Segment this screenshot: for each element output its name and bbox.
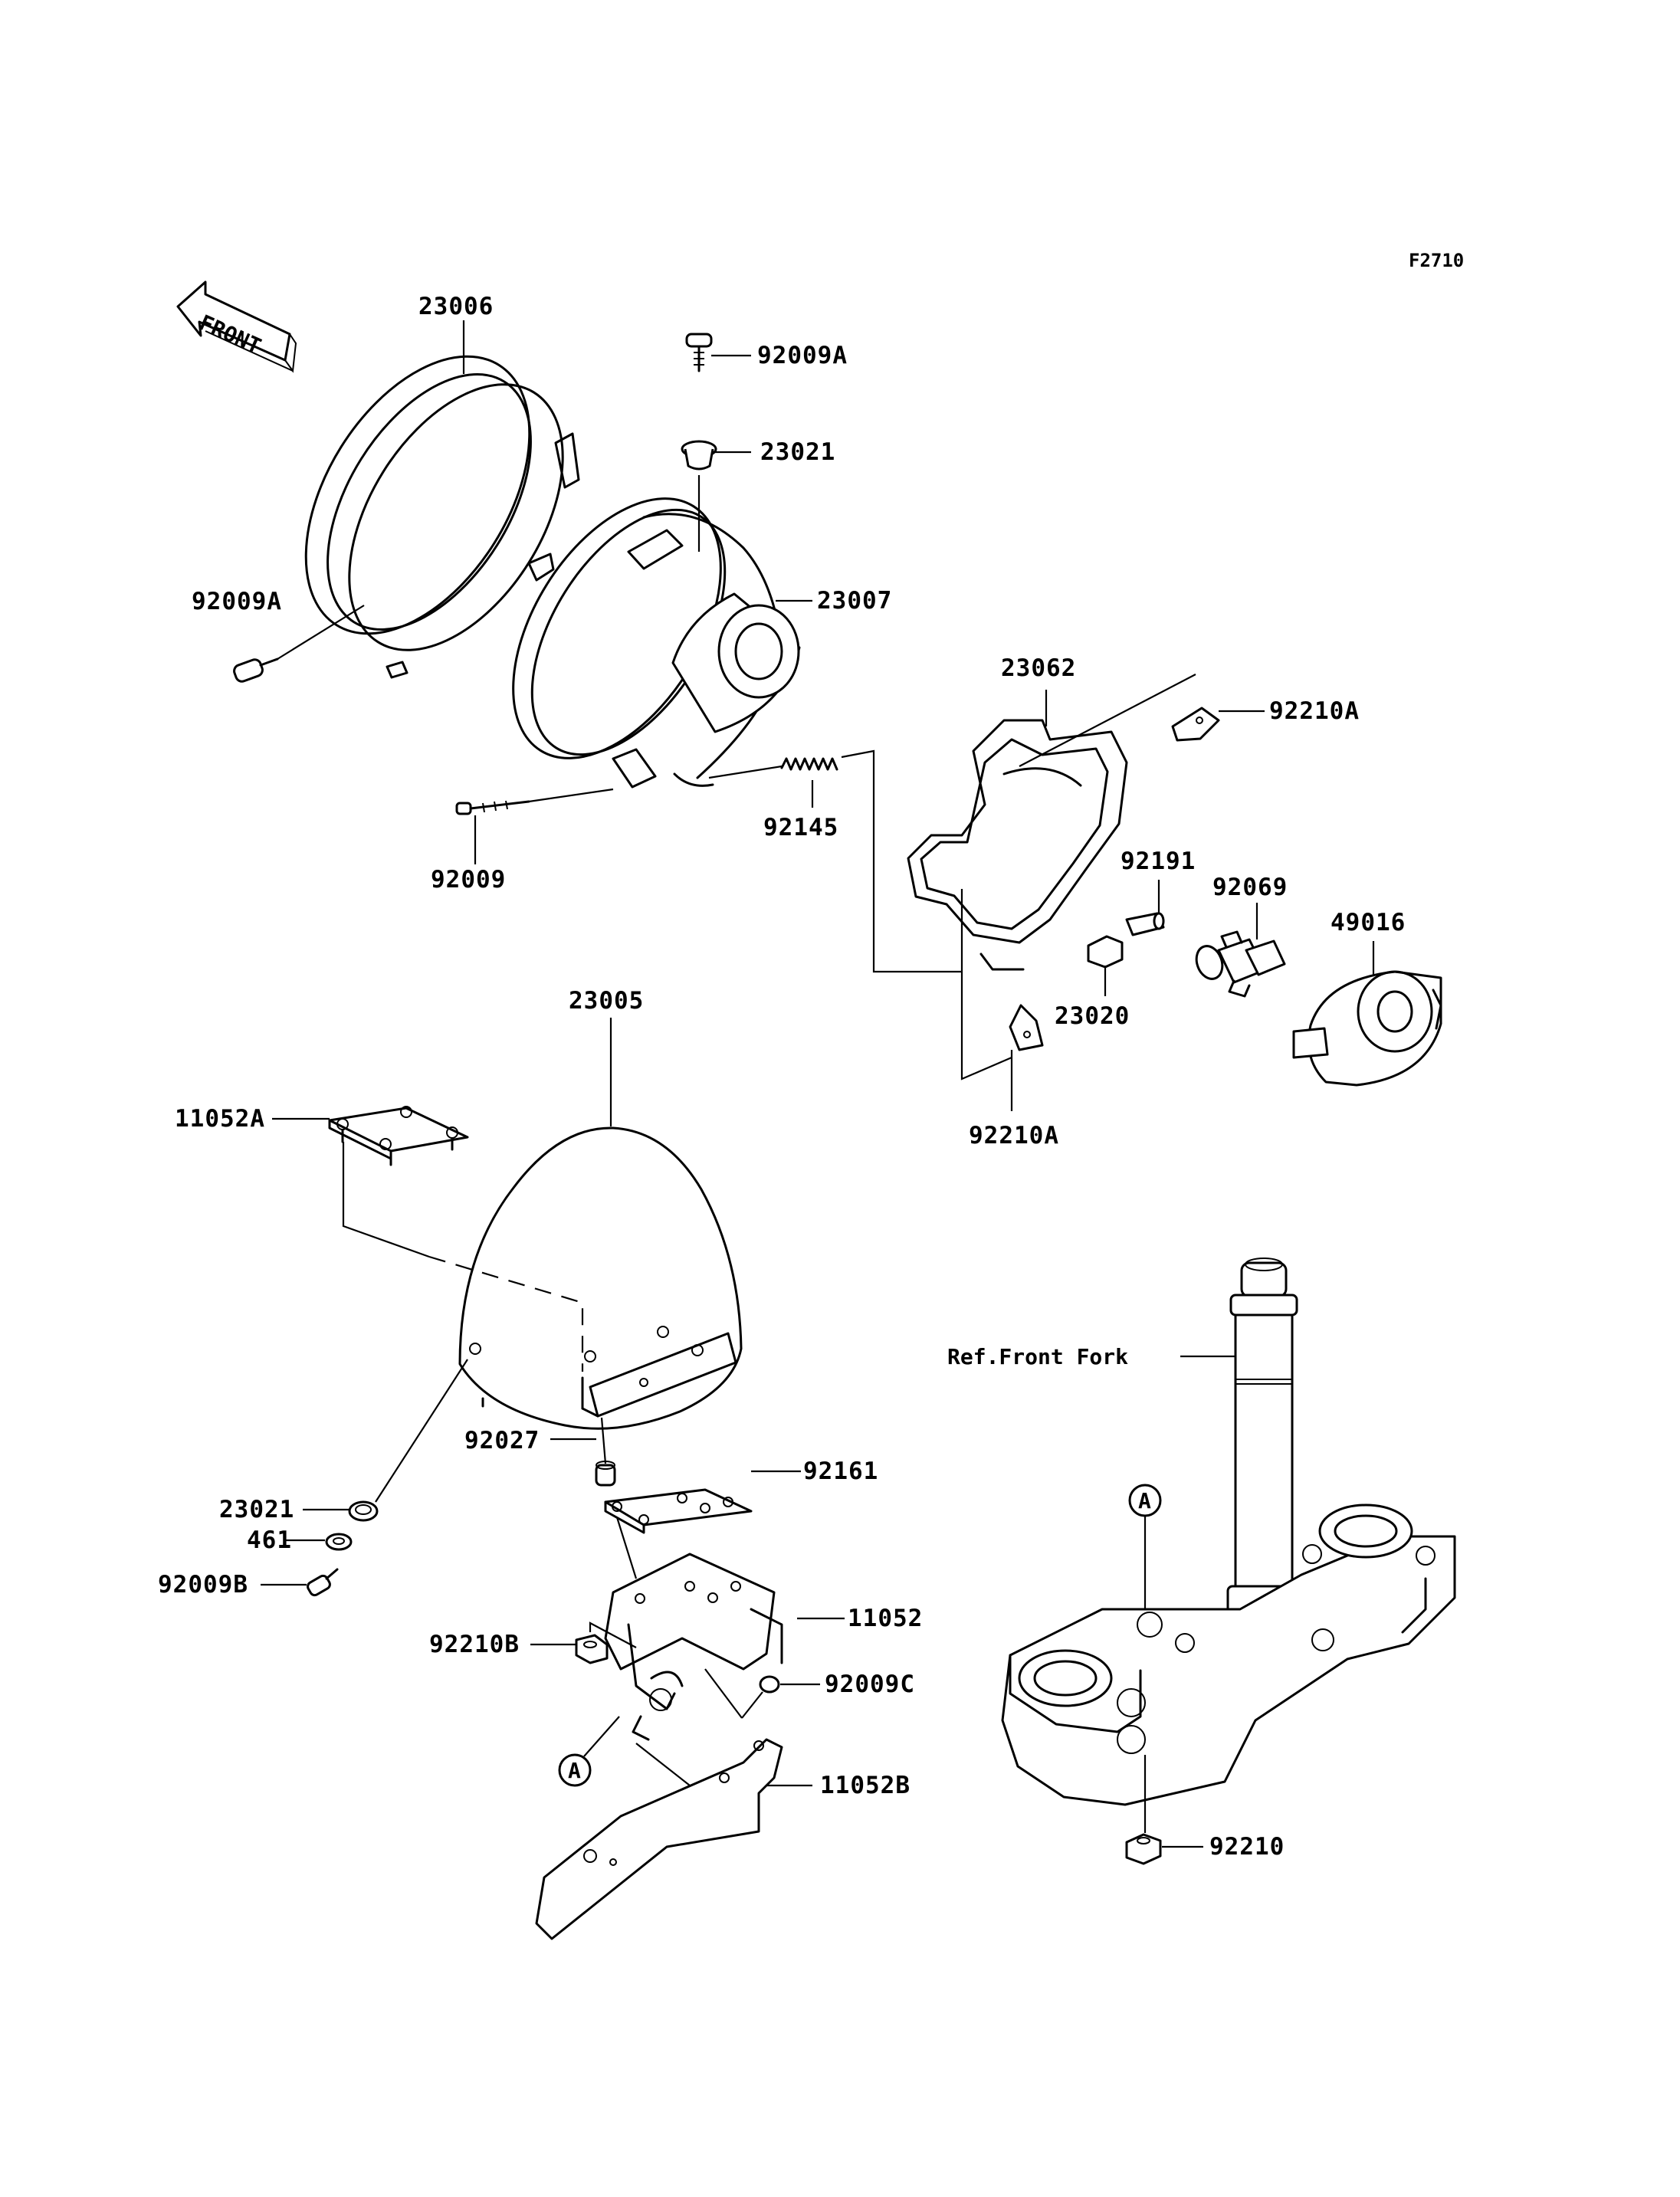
- label-92210B: 92210B: [429, 1631, 520, 1658]
- label-23020: 23020: [1055, 1002, 1130, 1030]
- headlight-cover-23005: [458, 1126, 743, 1430]
- label-23007: 23007: [817, 587, 892, 615]
- label-461: 461: [247, 1526, 292, 1554]
- spring-92145: [780, 757, 838, 771]
- ref-marker-a-left: A: [558, 1753, 592, 1787]
- lamp-unit-23007: [512, 497, 801, 789]
- label-23021-top: 23021: [760, 438, 835, 466]
- steering-stem: [1226, 1258, 1303, 1618]
- bracket-11052B: [535, 1738, 783, 1940]
- ref-front-fork: Ref.Front Fork: [947, 1344, 1128, 1369]
- label-92161: 92161: [803, 1458, 878, 1485]
- label-11052A: 11052A: [175, 1105, 265, 1133]
- ref-marker-a-right: A: [1128, 1484, 1162, 1517]
- label-92210: 92210: [1209, 1833, 1285, 1861]
- grommet-23021-bottom: [348, 1500, 379, 1522]
- label-11052: 11052: [848, 1605, 923, 1632]
- label-49016: 49016: [1331, 909, 1406, 936]
- washer-461: [325, 1533, 353, 1551]
- screw-92009B: [307, 1568, 339, 1597]
- label-92009B: 92009B: [158, 1571, 248, 1599]
- label-23021-bottom: 23021: [219, 1496, 294, 1523]
- headlight-rim-23006: [304, 355, 580, 679]
- nut-92210: [1125, 1833, 1162, 1865]
- label-11052B: 11052B: [820, 1772, 911, 1799]
- svg-text:A: A: [1138, 1488, 1151, 1513]
- fork-triple-clamp: [1001, 1503, 1456, 1806]
- label-92210A-top: 92210A: [1269, 697, 1360, 725]
- label-23005: 23005: [569, 987, 644, 1015]
- label-23062: 23062: [1001, 654, 1076, 682]
- label-92009A-top: 92009A: [757, 342, 848, 369]
- label-92069: 92069: [1212, 874, 1288, 901]
- front-arrow-icon: FRONT: [176, 280, 297, 373]
- plate-92161: [604, 1488, 753, 1534]
- label-92009: 92009: [431, 866, 506, 894]
- label-92210A-bottom: 92210A: [969, 1122, 1059, 1149]
- pin-92191: [1125, 912, 1165, 936]
- screw-92009C: [759, 1675, 780, 1694]
- label-92145: 92145: [763, 814, 838, 841]
- svg-text:A: A: [568, 1758, 581, 1783]
- label-92009C: 92009C: [825, 1671, 915, 1698]
- washer-92210A-top: [1171, 707, 1220, 742]
- block-23020: [1087, 935, 1124, 969]
- label-23006: 23006: [418, 293, 494, 320]
- label-92027: 92027: [464, 1427, 540, 1454]
- bulb-92069: [1195, 930, 1286, 998]
- washer-92210A-bottom: [1009, 1004, 1044, 1051]
- figure-id: F2710: [1409, 250, 1464, 271]
- boot-49016: [1292, 970, 1442, 1087]
- collar-92027: [595, 1461, 616, 1487]
- screw-92009A-top: [685, 333, 713, 372]
- bracket-11052: [604, 1553, 783, 1741]
- screw-92009A-left: [233, 657, 279, 683]
- nut-92210B: [575, 1634, 609, 1664]
- label-92191: 92191: [1121, 848, 1196, 875]
- plate-11052A: [328, 1106, 469, 1166]
- bracket-23062: [907, 719, 1128, 971]
- screw-92009: [455, 800, 530, 815]
- grommet-23021-top: [681, 440, 717, 471]
- label-92009A-left: 92009A: [192, 588, 282, 615]
